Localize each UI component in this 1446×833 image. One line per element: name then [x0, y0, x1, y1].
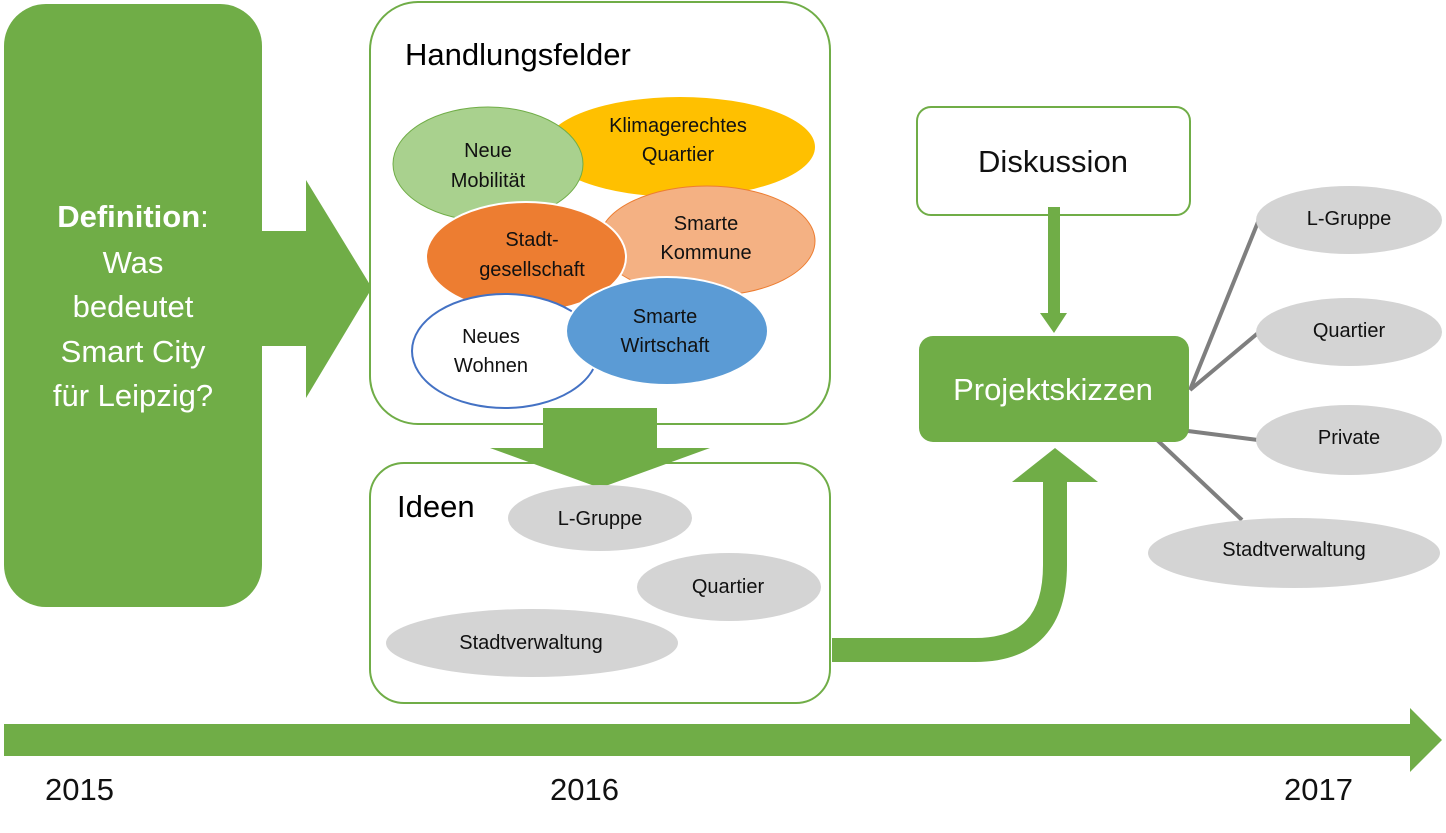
ideas-to-projects-arrow-shaft [832, 478, 1067, 662]
field-label-kommune-1: Smarte [674, 213, 738, 235]
partner-oval-quartier [1256, 298, 1442, 366]
definition-heading: Definition: [57, 199, 209, 234]
discussion-to-projects-arrowhead [1040, 313, 1067, 333]
diskussion-label: Diskussion [978, 144, 1128, 179]
partner-label-stadtverwaltung: Stadtverwaltung [1222, 539, 1365, 561]
field-label-wirtschaft-1: Smarte [633, 306, 697, 328]
connector-private [1187, 429, 1259, 442]
field-label-klimagerechtes-1: Klimagerechtes [609, 115, 747, 137]
ideas-to-projects-arrowhead [1012, 448, 1098, 482]
discussion-to-projects-arrow-shaft [1048, 207, 1060, 315]
connector-l-gruppe [1188, 221, 1260, 391]
partner-oval-l-gruppe [1256, 186, 1442, 254]
field-label-wohnen-1: Neues [462, 326, 520, 348]
projektskizzen-label: Projektskizzen [953, 372, 1153, 407]
definition-line-1: Was [103, 245, 164, 280]
partner-oval-private [1256, 405, 1442, 475]
field-label-stadt-1: Stadt- [505, 229, 558, 251]
connector-quartier [1188, 331, 1260, 392]
field-label-mobilitaet-2: Mobilität [451, 170, 526, 192]
fields-to-ideas-arrow [490, 408, 710, 488]
idea-oval-l-gruppe [508, 485, 692, 551]
idea-label-l-gruppe: L-Gruppe [558, 508, 643, 530]
field-smarte-wirtschaft [565, 276, 769, 386]
partner-oval-stadtverwaltung [1148, 518, 1440, 588]
idea-oval-stadtverwaltung [386, 609, 678, 677]
idea-label-quartier: Quartier [692, 576, 765, 598]
ideen-title: Ideen [397, 489, 475, 524]
partner-label-private: Private [1318, 427, 1380, 449]
connector-stadtverwaltung [1153, 436, 1244, 522]
idea-oval-quartier [637, 553, 821, 621]
timeline-year-2016: 2016 [550, 772, 619, 807]
field-label-wirtschaft-2: Wirtschaft [621, 335, 710, 357]
field-label-kommune-2: Kommune [660, 242, 751, 264]
field-klimagerechtes-quartier [545, 97, 815, 197]
partner-label-l-gruppe: L-Gruppe [1307, 208, 1392, 230]
definition-box [4, 4, 262, 607]
definition-to-fields-arrow [240, 180, 372, 398]
definition-line-3: Smart City [61, 334, 206, 369]
field-label-stadt-2: gesellschaft [479, 259, 585, 281]
idea-label-stadtverwaltung: Stadtverwaltung [459, 632, 602, 654]
definition-line-4: für Leipzig? [53, 378, 213, 413]
field-label-wohnen-2: Wohnen [454, 355, 528, 377]
timeline-arrow [4, 708, 1442, 772]
field-label-mobilitaet-1: Neue [464, 140, 512, 162]
field-neues-wohnen [411, 293, 599, 409]
partner-label-quartier: Quartier [1313, 320, 1386, 342]
field-label-klimagerechtes-2: Quartier [642, 144, 715, 166]
projektskizzen-box [919, 336, 1189, 442]
handlungsfelder-title: Handlungsfelder [405, 37, 631, 72]
timeline-year-2015: 2015 [45, 772, 114, 807]
definition-line-2: bedeutet [73, 289, 194, 324]
timeline-year-2017: 2017 [1284, 772, 1353, 807]
